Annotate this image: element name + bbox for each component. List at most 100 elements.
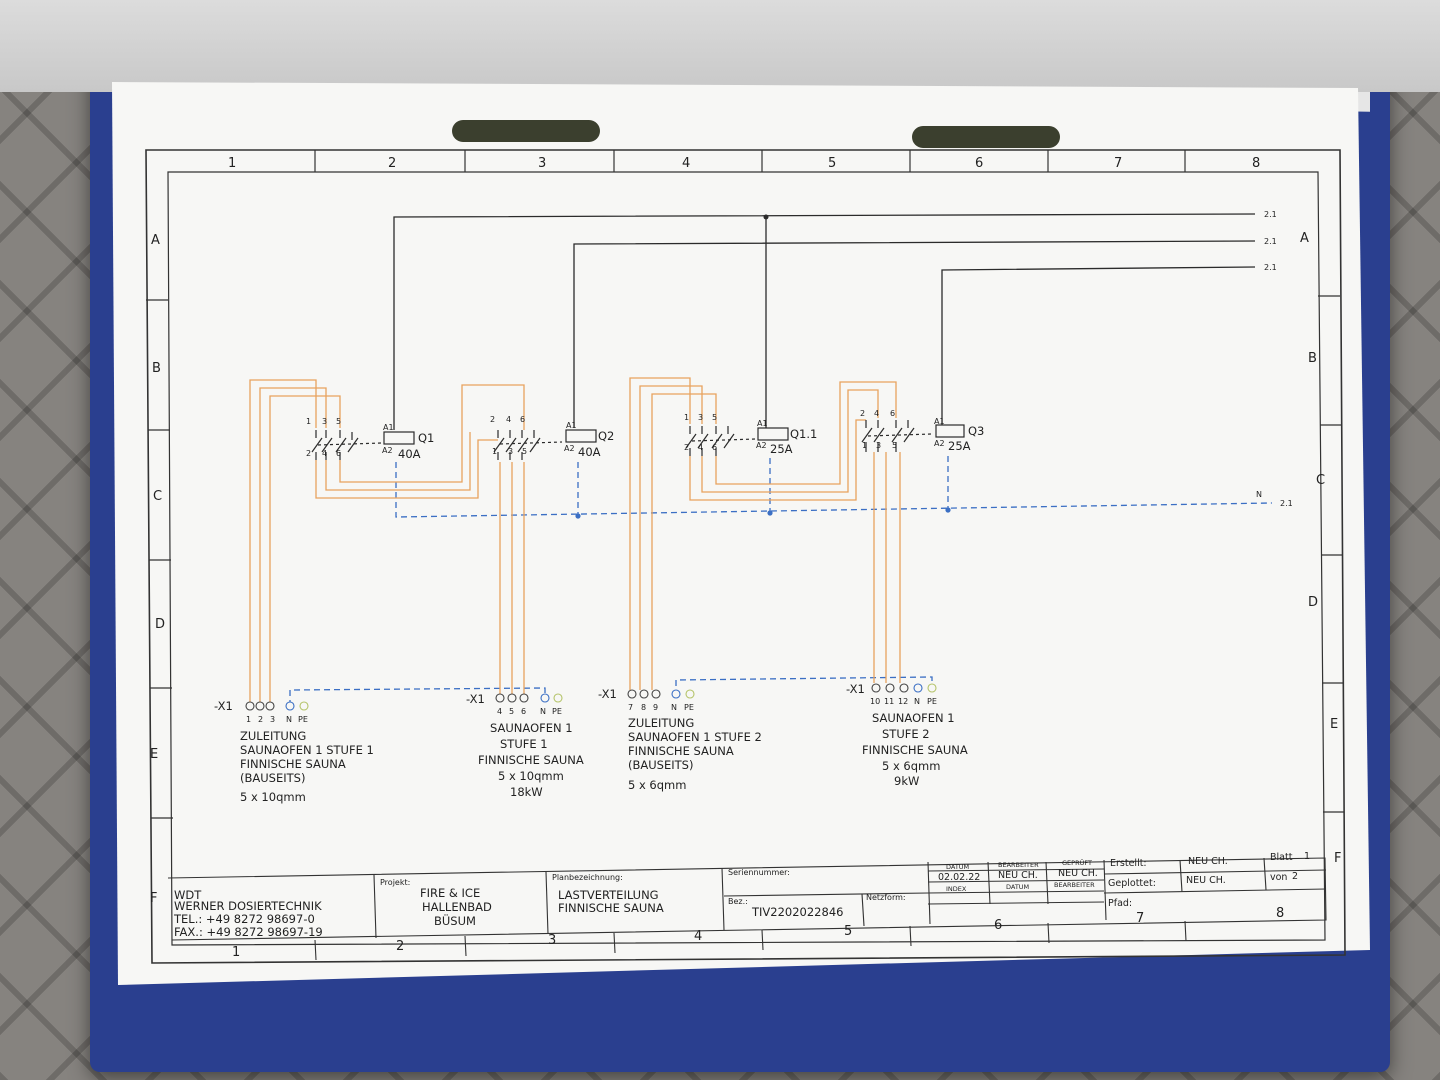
terminal-1-pin-1: 1 [246, 715, 251, 724]
erstellt-label: Erstellt: [1110, 858, 1147, 869]
terminal-1-line-1: ZULEITUNG [240, 729, 306, 743]
row-label-b-right: B [1308, 351, 1317, 366]
terminal-3-pin-9: 9 [653, 703, 658, 712]
row-label-e: E [150, 747, 158, 762]
von-value: 2 [1292, 871, 1298, 882]
row-label-c: C [153, 489, 162, 504]
terminal-4-pin-10: 10 [870, 697, 880, 706]
q2-rating: 40A [578, 445, 601, 459]
q2-name: Q2 [598, 429, 614, 443]
col-label-8: 8 [1252, 156, 1260, 171]
q1-1-top-pin-3: 3 [698, 413, 703, 422]
col-label-bottom-1: 1 [232, 945, 240, 960]
bearbeiter2-header: BEARBEITER [1054, 881, 1095, 889]
terminal-4-line-1: SAUNAOFEN 1 [872, 711, 955, 725]
terminal-4-line-5: 9kW [894, 774, 919, 788]
paper [112, 82, 1370, 985]
q1-1-top-pin-1: 1 [684, 413, 689, 422]
geprueft-value: NEU CH. [1058, 868, 1098, 879]
terminal-3-line-5: 5 x 6qmm [628, 778, 686, 792]
terminal-3-line-2: SAUNAOFEN 1 STUFE 2 [628, 730, 762, 744]
col-label-bottom-4: 4 [694, 929, 702, 944]
project-label: Projekt: [380, 878, 410, 887]
bez-value: TIV2202022846 [751, 905, 843, 919]
ref-top-1: 2.1 [1264, 210, 1277, 219]
col-label-bottom-3: 3 [548, 933, 556, 948]
terminal-1-line-2: SAUNAOFEN 1 STUFE 1 [240, 743, 374, 757]
phase-wiring-q1-1 [629, 377, 901, 690]
row-label-f-right: F [1334, 851, 1341, 866]
project-line-1: FIRE & ICE [420, 886, 480, 900]
terminal-2-line-2: STUFE 1 [500, 737, 548, 751]
terminal-3-pin-pe: PE [684, 703, 694, 712]
q2-a1: A1 [566, 421, 577, 430]
col-label-4: 4 [682, 156, 690, 171]
q2-a2: A2 [564, 444, 575, 453]
pfad-label: Pfad: [1108, 898, 1132, 909]
terminal-2-pin-6: 6 [521, 707, 526, 716]
terminal-4-line-2: STUFE 2 [882, 727, 930, 741]
datum2-header: DATUM [1006, 883, 1029, 891]
terminal-1-id: -X1 [214, 699, 233, 713]
plan-line-2: FINNISCHE SAUNA [558, 901, 664, 915]
terminal-2-pin-4: 4 [497, 707, 502, 716]
terminal-3-id: -X1 [598, 687, 617, 701]
outer-frame [145, 149, 1346, 964]
q1-name: Q1 [418, 431, 434, 445]
row-label-f: F [150, 891, 157, 906]
terminal-3-line-1: ZULEITUNG [628, 716, 694, 730]
index-header: INDEX [946, 885, 967, 893]
company-line-3: TEL.: +49 8272 98697-0 [173, 912, 315, 926]
bearbeiter-header: BEARBEITER [998, 861, 1039, 869]
q3-bot-pin-5: 5 [892, 441, 897, 450]
row-label-b: B [152, 361, 161, 376]
terminal-3-pin-n: N [671, 703, 677, 712]
col-label-7: 7 [1114, 156, 1122, 171]
datum-value: 02.02.22 [938, 872, 980, 883]
q3-rating: 25A [948, 439, 971, 453]
q2-bot-pin-1: 1 [492, 447, 497, 456]
q3-name: Q3 [968, 424, 984, 438]
q1-1-a2: A2 [756, 441, 767, 450]
col-label-bottom-8: 8 [1276, 906, 1284, 921]
q1-bot-pin-4: 4 [322, 449, 327, 458]
q2-bot-pin-5: 5 [522, 447, 527, 456]
project-line-3: BÜSUM [434, 912, 476, 928]
title-block-grid [167, 857, 1327, 961]
q1-a1: A1 [383, 423, 394, 432]
col-label-bottom-5: 5 [844, 924, 852, 939]
terminal-4-line-3: FINNISCHE SAUNA [862, 743, 968, 757]
terminal-4-pin-11: 11 [884, 697, 894, 706]
col-label-bottom-6: 6 [994, 918, 1002, 933]
geplottet-value: NEU CH. [1186, 875, 1226, 886]
q1-1-bot-pin-4: 4 [698, 443, 703, 452]
terminal-3-pin-8: 8 [641, 703, 646, 712]
control-wiring [393, 213, 1256, 430]
erstellt-value: NEU CH. [1188, 856, 1228, 867]
terminal-3-pin-7: 7 [628, 703, 633, 712]
terminal-2-line-5: 18kW [510, 785, 543, 799]
terminal-4-line-4: 5 x 6qmm [882, 759, 940, 773]
q1-1-top-pin-5: 5 [712, 413, 717, 422]
terminal-3-line-4: (BAUSEITS) [628, 758, 693, 772]
q2-top-pin-4: 4 [506, 415, 511, 424]
terminal-2-pin-n: N [540, 707, 546, 716]
terminal-2-pin-5: 5 [509, 707, 514, 716]
q1-1-bot-pin-2: 2 [684, 443, 689, 452]
q1-a2: A2 [382, 446, 393, 455]
col-label-2: 2 [388, 156, 396, 171]
terminal-1-line-3: FINNISCHE SAUNA [240, 757, 346, 771]
project-line-2: HALLENBAD [422, 900, 492, 914]
q1-coil [383, 431, 415, 445]
row-label-d: D [155, 617, 165, 632]
terminal-2-id: -X1 [466, 692, 485, 706]
q1-bot-pin-2: 2 [306, 449, 311, 458]
neutral-bus [289, 456, 1273, 706]
col-label-3: 3 [538, 156, 546, 171]
netzform-label: Netzform: [866, 893, 906, 902]
terminal-3-line-3: FINNISCHE SAUNA [628, 744, 734, 758]
q1-1-name: Q1.1 [790, 427, 817, 441]
bez-label: Bez.: [728, 897, 748, 906]
q1-1-bot-pin-6: 6 [712, 443, 717, 452]
row-label-c-right: C [1316, 473, 1325, 488]
